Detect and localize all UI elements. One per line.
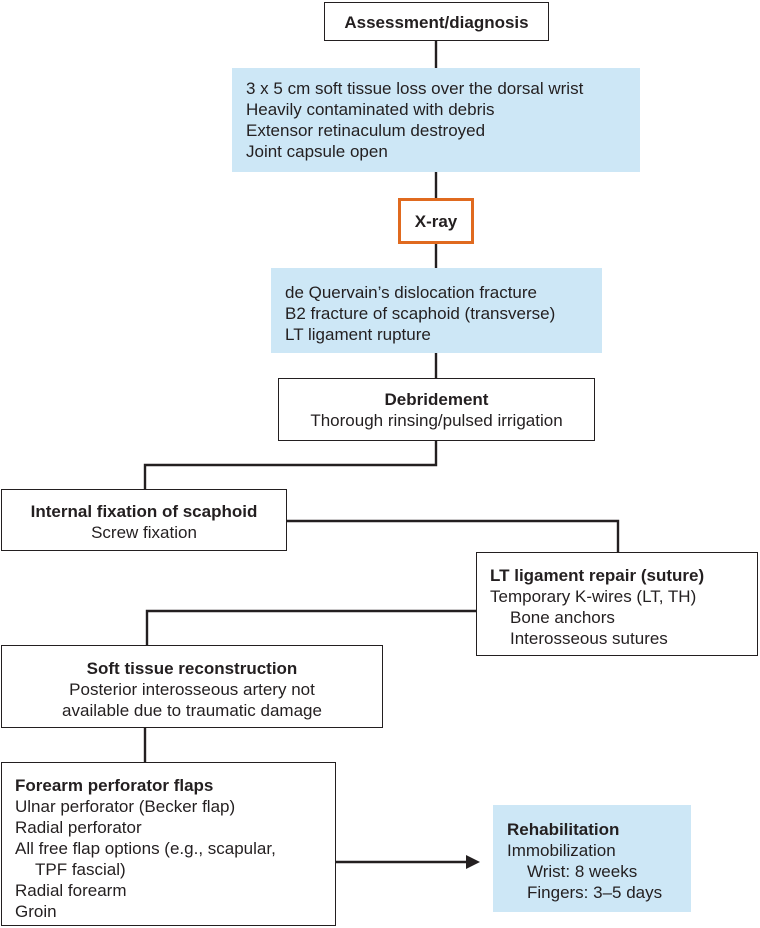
- xray-title: X-ray: [414, 212, 458, 231]
- rehab-line: Fingers: 3–5 days: [527, 883, 663, 902]
- xray-finding-line: LT ligament rupture: [285, 325, 431, 344]
- assessment-box: Assessment/diagnosis: [324, 2, 549, 41]
- rehab-box: Rehabilitation Immobilization Wrist: 8 w…: [493, 805, 691, 912]
- connector-fixation-lt-repair: [286, 519, 620, 552]
- xray-finding-line: B2 fracture of scaphoid (transverse): [285, 304, 556, 323]
- findings-line: 3 x 5 cm soft tissue loss over the dorsa…: [246, 79, 584, 98]
- lt-repair-line: Bone anchors: [510, 608, 615, 627]
- internal-fixation-box: Internal fixation of scaphoid Screw fixa…: [1, 489, 287, 551]
- internal-fixation-detail: Screw fixation: [91, 523, 197, 542]
- internal-fixation-title: Internal fixation of scaphoid: [30, 502, 258, 521]
- soft-tissue-title: Soft tissue reconstruction: [86, 659, 298, 678]
- flap-option: Groin: [15, 902, 57, 921]
- flap-option: Ulnar perforator (Becker flap): [15, 797, 236, 816]
- lt-repair-title: LT ligament repair (suture): [490, 566, 705, 585]
- lt-repair-line: Temporary K-wires (LT, TH): [490, 587, 697, 606]
- debridement-title: Debridement: [384, 390, 489, 409]
- flaps-box: Forearm perforator flaps Ulnar perforato…: [1, 762, 336, 926]
- findings-line: Heavily contaminated with debris: [246, 100, 495, 119]
- lt-repair-line: Interosseous sutures: [510, 629, 668, 648]
- flap-option: TPF fascial): [35, 860, 126, 879]
- soft-tissue-detail: available due to traumatic damage: [62, 701, 322, 720]
- findings-line: Extensor retinaculum destroyed: [246, 121, 486, 140]
- rehab-line: Wrist: 8 weeks: [527, 862, 638, 881]
- rehab-title: Rehabilitation: [507, 820, 620, 839]
- debridement-box: Debridement Thorough rinsing/pulsed irri…: [278, 378, 595, 441]
- findings-line: Joint capsule open: [246, 142, 388, 161]
- flaps-title: Forearm perforator flaps: [15, 776, 214, 795]
- findings-box: 3 x 5 cm soft tissue loss over the dorsa…: [232, 68, 640, 172]
- flap-option: Radial forearm: [15, 881, 127, 900]
- lt-repair-box: LT ligament repair (suture) Temporary K-…: [476, 552, 758, 656]
- flap-option: Radial perforator: [15, 818, 142, 837]
- soft-tissue-box: Soft tissue reconstruction Posterior int…: [1, 645, 383, 728]
- assessment-title: Assessment/diagnosis: [344, 13, 529, 32]
- xray-box: X-ray: [398, 198, 474, 244]
- soft-tissue-detail: Posterior interosseous artery not: [69, 680, 315, 699]
- arrowhead: [466, 855, 480, 869]
- xray-findings-box: de Quervain’s dislocation fracture B2 fr…: [271, 268, 602, 353]
- debridement-detail: Thorough rinsing/pulsed irrigation: [310, 411, 563, 430]
- xray-finding-line: de Quervain’s dislocation fracture: [285, 283, 537, 302]
- connector-debridement-fixation: [143, 441, 438, 489]
- flap-option: All free flap options (e.g., scapular,: [15, 839, 276, 858]
- rehab-line: Immobilization: [507, 841, 616, 860]
